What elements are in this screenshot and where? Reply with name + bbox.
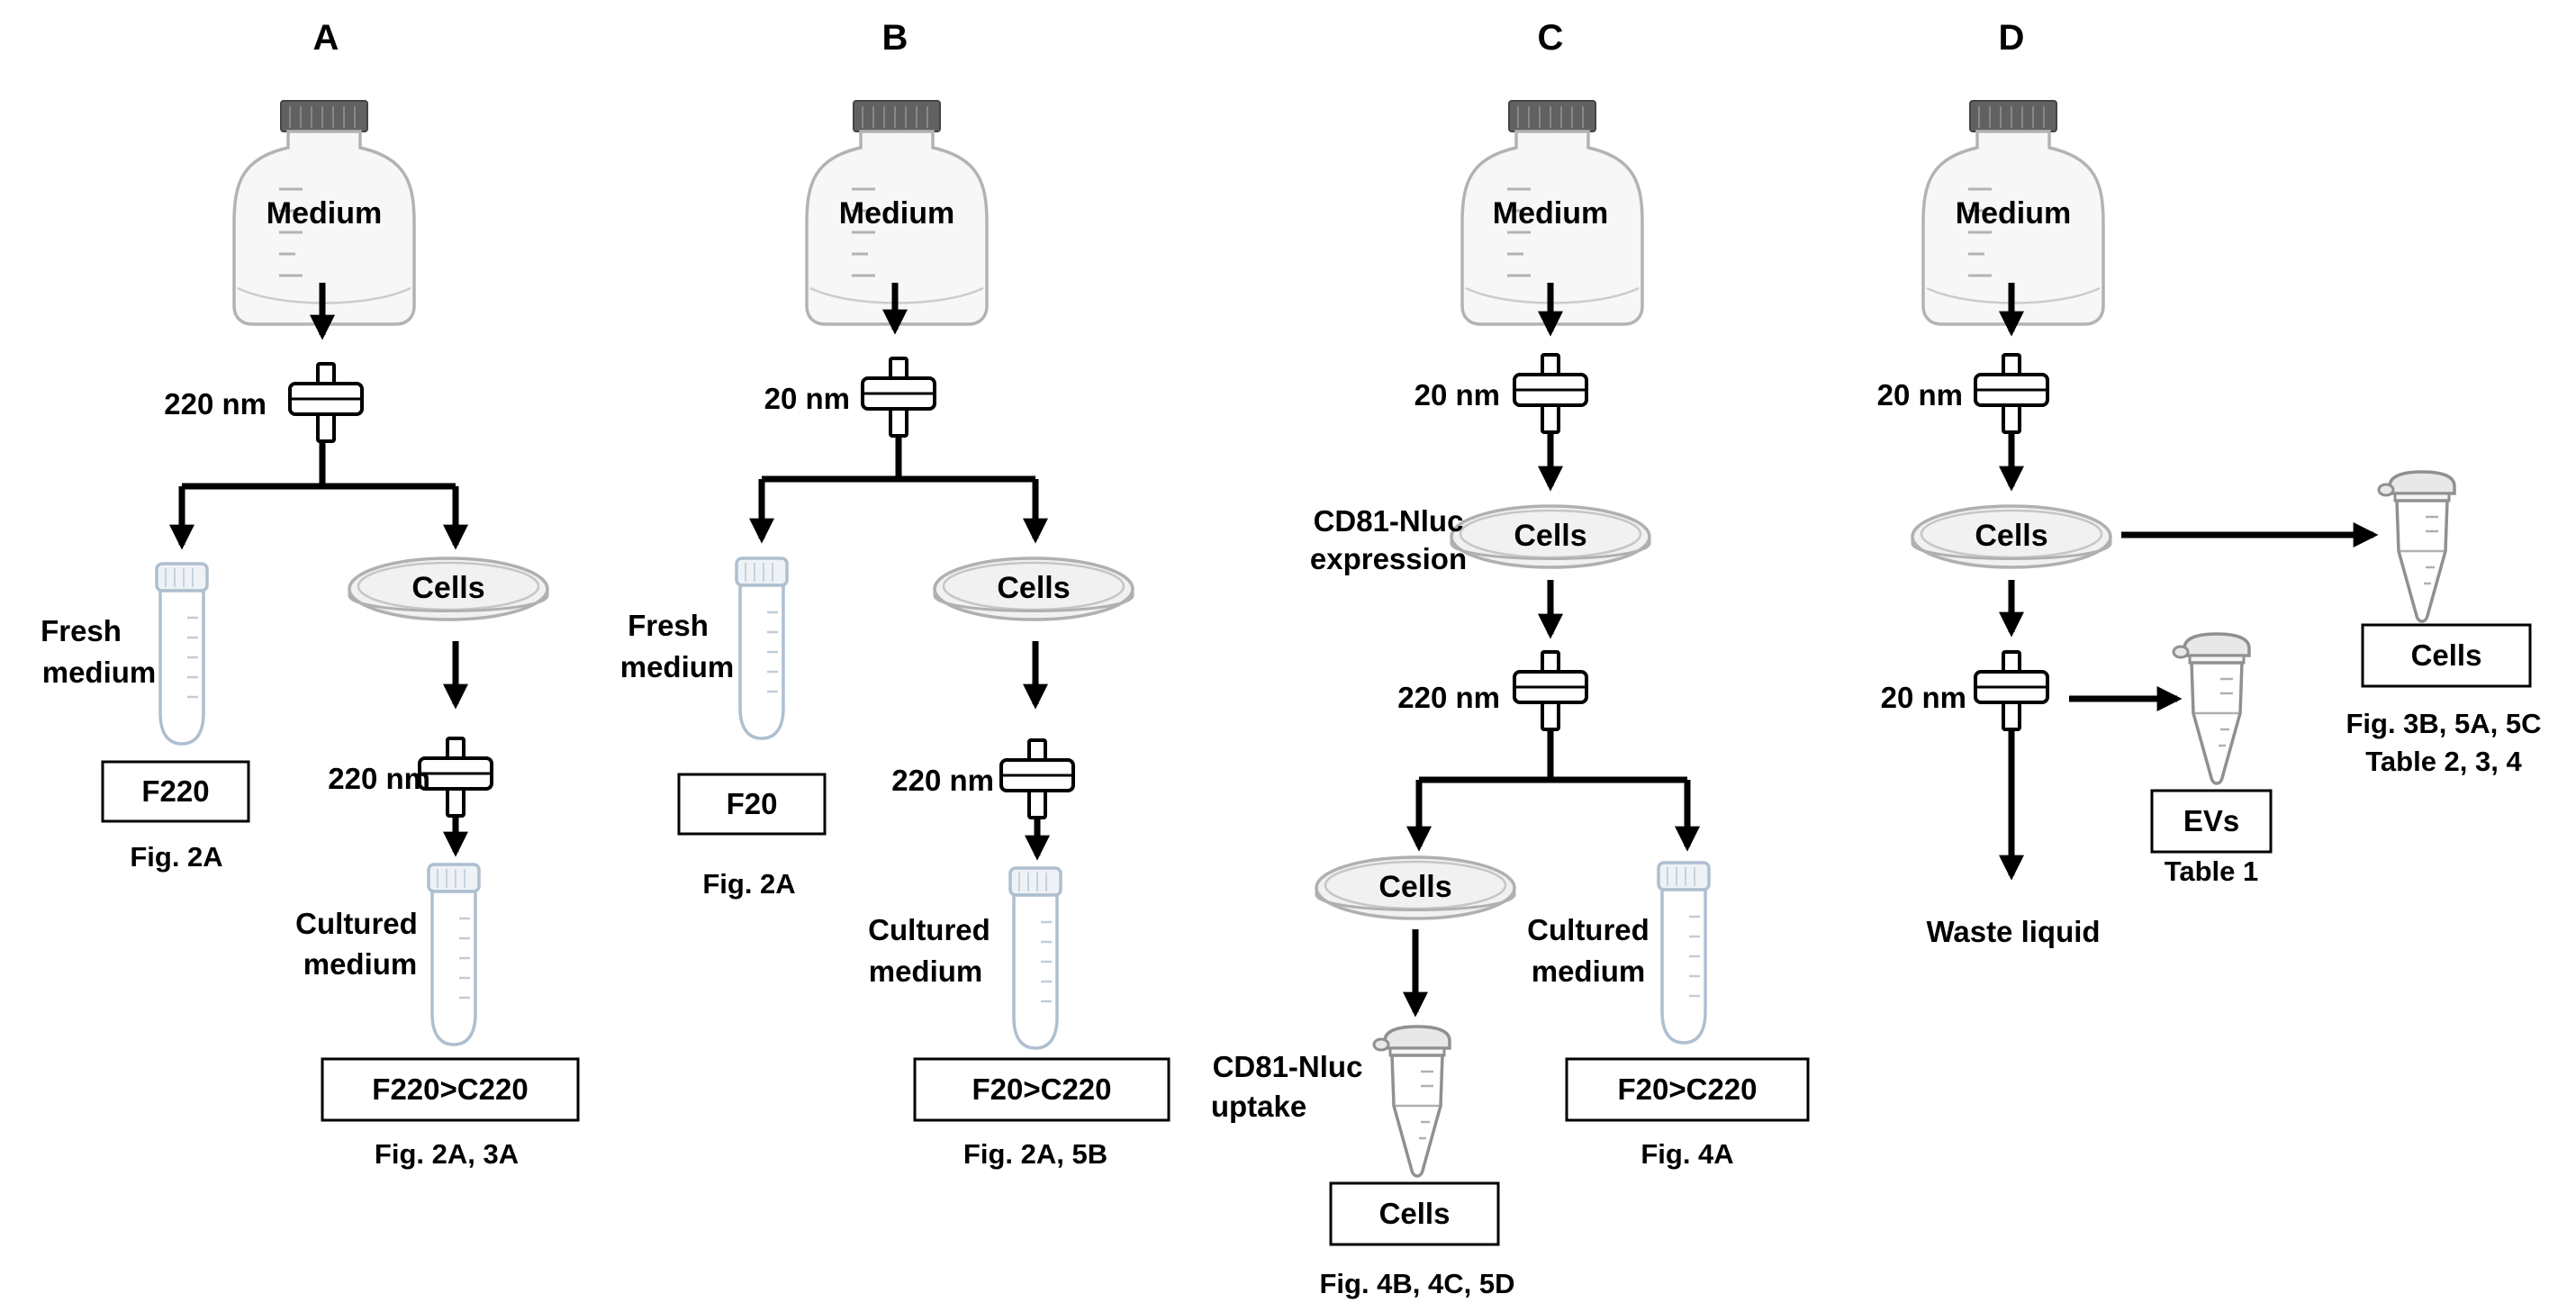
- filter-icon: [1974, 650, 2049, 731]
- sample-box: [2361, 623, 2532, 688]
- panel-c: C Medium 20 nm Cells CD81-Nluc expressio…: [1211, 18, 1810, 1299]
- medium-label: Medium: [1493, 196, 1608, 231]
- sample-box-label: Cells: [2411, 638, 2482, 672]
- conical-tube-icon: [1657, 861, 1711, 1045]
- filter-size-label: 220 nm: [328, 762, 430, 795]
- cells-label: Cells: [411, 571, 484, 605]
- microcentrifuge-tube-icon: [2172, 632, 2251, 785]
- filter-size-label: 20 nm: [1877, 378, 1963, 412]
- cells-label: Cells: [1514, 519, 1586, 553]
- cultured-medium-label: Cultured: [295, 907, 418, 940]
- conical-tube-icon: [735, 556, 789, 740]
- uptake-label: CD81-Nluc: [1213, 1050, 1363, 1083]
- figure-reference: Fig. 3B, 5A, 5C: [2346, 708, 2541, 739]
- uptake-label: uptake: [1211, 1090, 1306, 1123]
- medium-label: Medium: [267, 196, 382, 231]
- sample-box-label: Cells: [1379, 1197, 1451, 1230]
- figure-reference: Fig. 2A, 5B: [963, 1138, 1107, 1170]
- sample-box-label: EVs: [2183, 804, 2239, 837]
- sample-box-label: F20>C220: [972, 1072, 1111, 1106]
- sample-box: [1329, 1181, 1500, 1246]
- sample-box: [1565, 1057, 1810, 1122]
- expression-label: CD81-Nluc: [1314, 504, 1464, 538]
- branch-line: [178, 441, 459, 540]
- sample-box: [677, 773, 827, 836]
- filter-icon: [999, 738, 1075, 819]
- filter-size-label: 220 nm: [891, 764, 994, 797]
- fresh-medium-label: Fresh: [628, 609, 709, 642]
- cultured-medium-label: medium: [303, 947, 418, 981]
- panel-letter: A: [313, 18, 339, 58]
- panel-a: A Medium 220 nm Fresh medium F220 Fig. 2…: [41, 18, 580, 1170]
- filter-size-label: 220 nm: [1397, 681, 1500, 714]
- medium-label: Medium: [1956, 196, 2071, 231]
- medium-label: Medium: [839, 196, 954, 231]
- filter-size-label: 220 nm: [164, 387, 267, 421]
- cultured-medium-label: Cultured: [1527, 913, 1650, 946]
- figure-reference: Fig. 4A: [1641, 1138, 1733, 1170]
- cells-label: Cells: [997, 571, 1070, 605]
- filter-icon: [861, 357, 936, 438]
- filter-icon: [418, 737, 493, 818]
- figure-reference: Fig. 2A, 3A: [375, 1138, 519, 1170]
- sample-box: [321, 1057, 580, 1122]
- sample-box-label: F20>C220: [1617, 1072, 1757, 1106]
- figure-reference: Table 2, 3, 4: [2365, 746, 2522, 777]
- microcentrifuge-tube-icon: [2377, 470, 2456, 623]
- conical-tube-icon: [427, 863, 481, 1046]
- cells-label: Cells: [1378, 870, 1451, 904]
- figure-reference: Fig. 4B, 4C, 5D: [1319, 1268, 1514, 1299]
- filter-icon: [1974, 353, 2049, 434]
- filter-size-label: 20 nm: [1415, 378, 1500, 412]
- branch-line: [758, 436, 1039, 531]
- sample-box: [101, 760, 250, 823]
- sample-box-label: F20: [727, 787, 778, 820]
- panel-letter: D: [1999, 18, 2025, 58]
- branch-line: [1415, 729, 1691, 837]
- waste-liquid-label: Waste liquid: [1926, 915, 2100, 948]
- cultured-medium-label: medium: [1532, 955, 1646, 988]
- cells-label: Cells: [1975, 519, 2047, 553]
- expression-label: expression: [1310, 542, 1467, 575]
- figure-reference: Fig. 2A: [702, 868, 795, 900]
- sample-box-label: F220>C220: [372, 1072, 528, 1106]
- panel-letter: B: [882, 18, 908, 58]
- figure-reference: Table 1: [2165, 855, 2259, 887]
- panel-d: D Medium 20 nm Cells Cells Fig. 3B, 5A, …: [1877, 18, 2542, 948]
- sample-box: [913, 1057, 1170, 1122]
- conical-tube-icon: [1008, 866, 1062, 1050]
- sample-box: [2150, 789, 2273, 854]
- fresh-medium-label: Fresh: [41, 614, 122, 647]
- filter-size-label: 20 nm: [1881, 681, 1966, 714]
- filter-icon: [1513, 650, 1588, 731]
- cultured-medium-label: Cultured: [868, 913, 990, 946]
- microcentrifuge-tube-icon: [1372, 1025, 1451, 1178]
- filter-icon: [288, 362, 364, 443]
- panel-b: B Medium 20 nm Fresh medium F20 Fig. 2A …: [620, 18, 1170, 1170]
- figure-reference: Fig. 2A: [130, 841, 222, 873]
- panel-letter: C: [1538, 18, 1564, 58]
- fresh-medium-label: medium: [42, 656, 157, 689]
- filter-icon: [1513, 353, 1588, 434]
- filter-size-label: 20 nm: [764, 382, 850, 415]
- sample-box-label: F220: [141, 774, 209, 808]
- conical-tube-icon: [155, 562, 209, 746]
- cultured-medium-label: medium: [869, 955, 983, 988]
- fresh-medium-label: medium: [620, 650, 735, 683]
